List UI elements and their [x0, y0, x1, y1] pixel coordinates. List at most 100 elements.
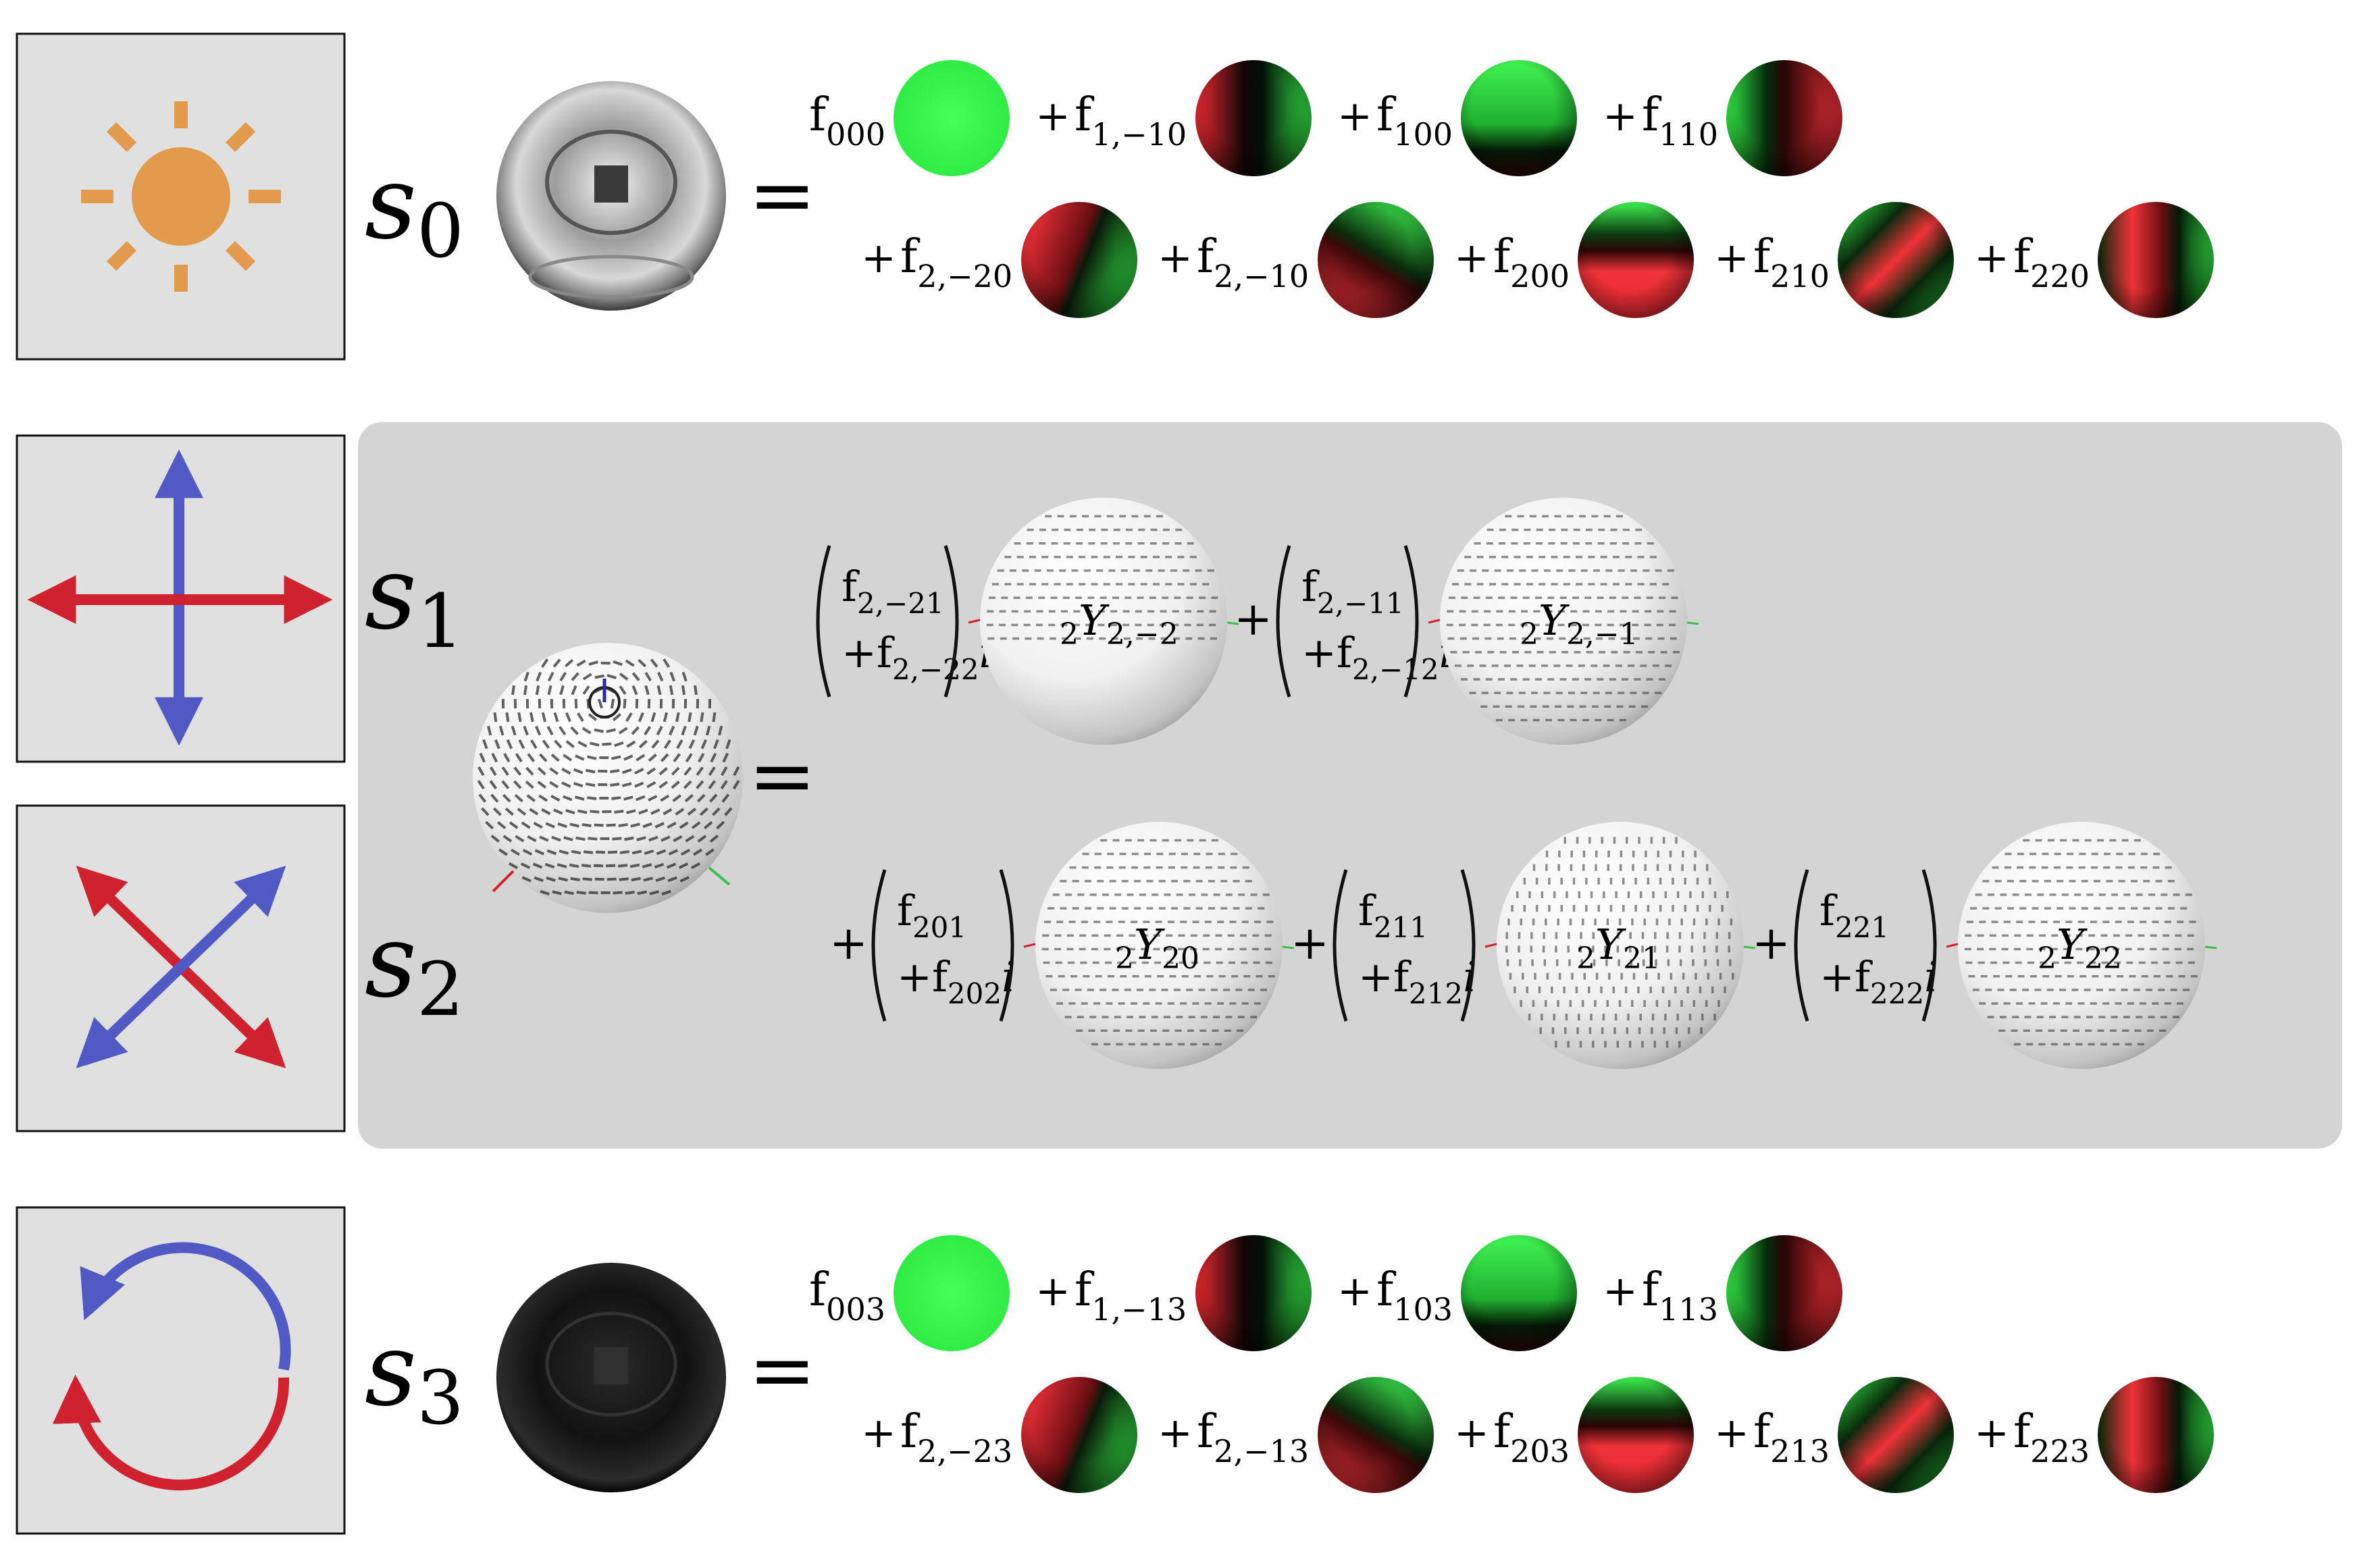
plus-sign: +: [1974, 1408, 2009, 1457]
coefficient: f213: [1753, 1405, 1830, 1469]
coefficient: f000: [809, 88, 885, 153]
plus-sign: +: [1714, 1408, 1749, 1457]
spin-harmonic-sphere: [1440, 498, 1687, 745]
plus-sign: +: [829, 917, 868, 970]
circular-arrows-icon: [52, 1242, 291, 1491]
s3-environment-sphere: [496, 1263, 726, 1492]
coefficient: f2,−20: [900, 230, 1012, 294]
s12-term: + f2,−11 +f2,−12i 2Y2,−1: [1234, 498, 1699, 745]
left-paren: [1794, 869, 1809, 1022]
s0-term: +f1,−10: [1035, 60, 1312, 176]
s12-polarization-sphere: [473, 643, 743, 913]
plus-sign: +: [1337, 91, 1372, 140]
coefficient: f1,−13: [1075, 1263, 1187, 1328]
plus-sign: +: [1158, 233, 1193, 282]
coefficient: f223: [2013, 1405, 2090, 1469]
coefficient: f210: [1753, 230, 1830, 294]
icon-box-s3: [16, 1206, 346, 1535]
s0-term: f000: [809, 60, 1010, 176]
right-paren: [1403, 545, 1419, 698]
s0-term: +f2,−20: [861, 202, 1137, 318]
s3-term: +f1,−13: [1035, 1235, 1312, 1351]
s0-term: +f110: [1603, 60, 1842, 176]
coefficient: f100: [1376, 88, 1453, 153]
real-coefficient: f211: [1358, 886, 1428, 944]
plus-sign: +: [1974, 233, 2009, 282]
spin-harmonic-label: 2Y2,−2: [1060, 596, 1179, 652]
left-paren: [816, 545, 831, 698]
s3-term: +f2,−13: [1158, 1377, 1434, 1493]
icon-box-s1: [16, 434, 346, 763]
plus-sign: +: [1752, 917, 1790, 970]
spin-harmonic-sphere: [1035, 822, 1283, 1069]
plus-sign: +: [1158, 1408, 1193, 1457]
spin-harmonic-sphere: [980, 498, 1227, 745]
s0-term: +f2,−10: [1158, 202, 1434, 318]
harmonic-sphere: [894, 60, 1010, 176]
s3-term: +f223: [1974, 1377, 2214, 1493]
harmonic-sphere: [894, 1235, 1010, 1351]
coefficient: f110: [1642, 88, 1718, 153]
icon-box-s2: [16, 804, 346, 1132]
s0-term: +f210: [1714, 202, 1954, 318]
s0-term: +f100: [1337, 60, 1577, 176]
s3-term: f003: [809, 1235, 1010, 1351]
plus-sign: +: [1454, 1408, 1489, 1457]
sun-icon: [81, 101, 281, 292]
real-coefficient: f221: [1819, 886, 1889, 944]
coefficient: f203: [1493, 1405, 1570, 1469]
plus-sign: +: [1714, 233, 1749, 282]
s2-label: s2: [365, 903, 464, 1033]
right-paren: [1460, 869, 1476, 1022]
imag-coefficient: +f2,−12i: [1301, 628, 1452, 686]
coefficient: f1,−10: [1075, 88, 1187, 153]
plus-sign: +: [1234, 593, 1272, 646]
coefficient: f200: [1493, 230, 1570, 294]
s1-s2-panel: [358, 422, 2342, 1149]
plus-sign: +: [861, 233, 896, 282]
s3-term: +f203: [1454, 1377, 1694, 1493]
left-paren: [1276, 545, 1291, 698]
coefficient: f003: [809, 1263, 885, 1328]
spin-harmonic-sphere: [1958, 822, 2205, 1069]
plus-sign: +: [1291, 917, 1329, 970]
plus-sign: +: [1337, 1266, 1372, 1315]
coefficient: f113: [1642, 1263, 1718, 1328]
coefficient: f2,−10: [1197, 230, 1309, 294]
spin-harmonic-label: 2Y20: [1115, 920, 1199, 976]
icon-box-s0: [16, 32, 346, 361]
right-paren: [943, 545, 959, 698]
spin-harmonic-label: 2Y21: [1576, 920, 1661, 976]
right-paren: [1921, 869, 1937, 1022]
spin-harmonic-sphere: [1497, 822, 1744, 1069]
plus-sign: +: [1603, 91, 1638, 140]
coefficient: f103: [1376, 1263, 1453, 1328]
s0-label: s0: [365, 145, 464, 274]
real-coefficient: f2,−21: [842, 562, 944, 620]
plus-sign: +: [861, 1408, 896, 1457]
coefficient: f2,−13: [1197, 1405, 1309, 1469]
real-coefficient: f2,−11: [1301, 562, 1404, 620]
s0-environment-sphere: [496, 81, 726, 311]
cross-arrows-icon: [27, 449, 333, 746]
s0-term: +f200: [1454, 202, 1694, 318]
s3-term: +f2,−23: [861, 1377, 1137, 1493]
plus-sign: +: [1603, 1266, 1638, 1315]
coefficient: f2,−23: [900, 1405, 1012, 1469]
plus-sign: +: [1454, 233, 1489, 282]
real-coefficient: f201: [897, 886, 966, 944]
spin-harmonic-label: 2Y2,−1: [1520, 596, 1638, 652]
plus-sign: +: [1035, 91, 1070, 140]
s3-term: +f103: [1337, 1235, 1577, 1351]
diagonal-cross-arrows-icon: [76, 865, 286, 1069]
s3-label: s3: [365, 1311, 464, 1441]
s0-term: +f220: [1974, 202, 2214, 318]
spin-harmonic-label: 2Y22: [2038, 920, 2122, 976]
s1-label: s1: [365, 535, 464, 664]
s3-term: +f213: [1714, 1377, 1954, 1493]
s0-equals: =: [748, 149, 817, 242]
